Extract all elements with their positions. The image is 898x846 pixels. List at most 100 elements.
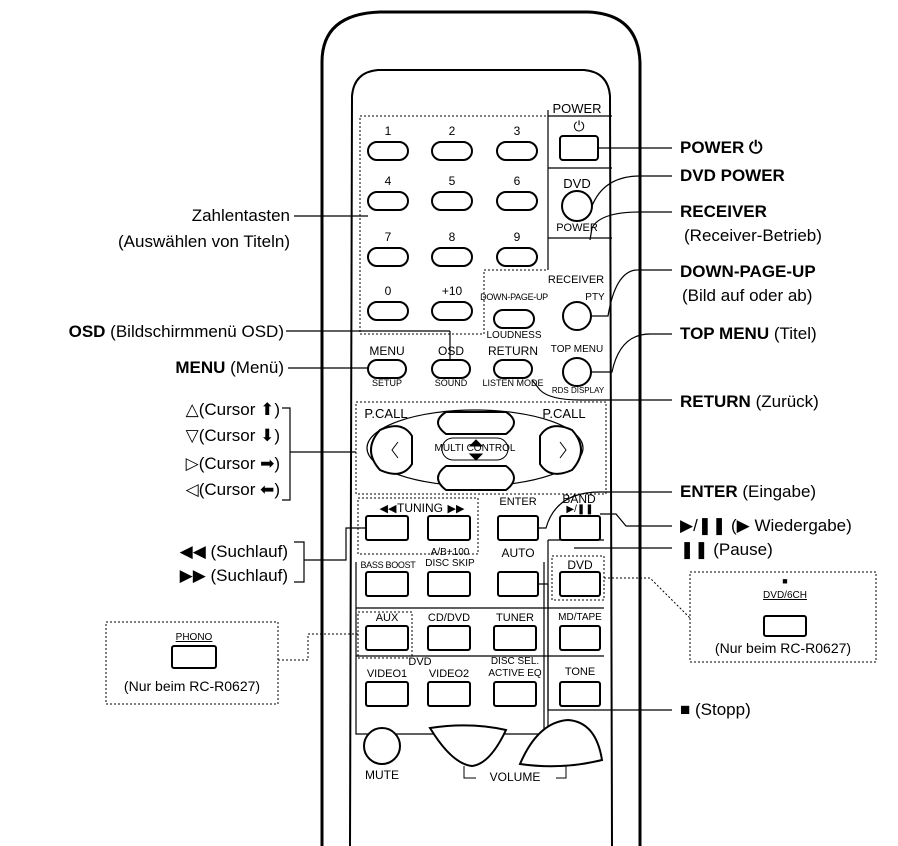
callout-dvd-power: DVD POWER (680, 166, 785, 185)
label-9: 9 (513, 230, 521, 244)
callout-search-rew: ◀◀ (Suchlauf) (179, 542, 288, 561)
callout-menu: MENU (Menü) (175, 358, 284, 378)
label-ab100: A/B+100 (430, 547, 470, 558)
callout-osd: OSD (Bildschirmmenü OSD) (69, 322, 284, 342)
label-enter: ENTER (499, 496, 537, 508)
label-active-eq: ACTIVE EQ (488, 668, 542, 679)
inset-key-phono (171, 645, 217, 669)
label-loudness: LOUDNESS (486, 330, 542, 341)
remote-inner-outline (349, 69, 613, 846)
key-4 (367, 191, 409, 211)
dvd6ch-inset-box (689, 571, 877, 663)
label-6: 6 (513, 174, 521, 188)
key-tuning-ff (427, 515, 471, 541)
label-video2: VIDEO2 (428, 668, 470, 680)
label-cd-dvd: CD/DVD (427, 612, 471, 624)
label-tuning: TUNING (397, 501, 443, 515)
key-menu (367, 359, 407, 379)
callout-down-page-up-sub: (Bild auf oder ab) (682, 286, 813, 305)
label-dvd-skip: DVD (408, 656, 432, 668)
callout-down-page-up: DOWN-PAGE-UP (680, 262, 816, 281)
callout-osd-text: (Bildschirmmenü OSD) (105, 322, 284, 341)
label-tone: TONE (564, 666, 596, 678)
key-cursor-right (539, 425, 582, 475)
dvd6ch-leader (604, 577, 691, 619)
label-pcall-right: P.CALL (542, 406, 586, 421)
leader-lines (282, 147, 672, 711)
key-cursor-up (437, 411, 515, 435)
callout-pause: ❚❚ (Pause) (680, 540, 773, 559)
inset-stop-icon: ■ (782, 576, 788, 586)
label-menu: MENU (369, 344, 405, 358)
key-mute (363, 727, 401, 765)
label-osd: OSD (437, 344, 465, 358)
inset-dvd6ch-note: (Nur beim RC-R0627) (714, 640, 852, 656)
label-8: 8 (448, 230, 456, 244)
label-dvd: DVD (567, 558, 593, 572)
key-0 (367, 301, 409, 321)
source-divider (356, 607, 604, 657)
key-down-page-up (493, 309, 535, 329)
label-volume: VOLUME (489, 770, 541, 784)
label-7: 7 (384, 230, 392, 244)
callout-top-menu: TOP MENU (Titel) (680, 324, 817, 344)
phono-leader (278, 633, 360, 661)
key-9 (496, 247, 538, 267)
label-setup: SETUP (371, 378, 403, 388)
callout-cursor-left: ◁(Cursor ⬅) (185, 480, 280, 499)
callout-zahlentasten-sub: (Auswählen von Titeln) (118, 232, 290, 251)
callout-top-menu-text: (Titel) (769, 324, 817, 343)
key-auto (497, 571, 539, 597)
key-cursor-down (437, 465, 515, 491)
callout-cursor-down: ▽(Cursor ⬇) (185, 426, 280, 445)
label-return: RETURN (488, 344, 538, 358)
key-active-eq (493, 681, 537, 707)
callout-receiver-sub: (Receiver-Betrieb) (684, 226, 822, 245)
label-tuner: TUNER (496, 612, 534, 624)
key-6 (496, 191, 538, 211)
tuning-region (357, 497, 479, 555)
label-plus10: +10 (441, 284, 463, 298)
key-bass-boost (365, 571, 409, 597)
inset-dvd6ch-label: DVD/6CH (763, 590, 807, 601)
label-top-menu: TOP MENU (550, 344, 604, 355)
key-dvd-power (561, 190, 593, 222)
label-md-tape: MD/TAPE (558, 612, 602, 623)
key-tone (559, 681, 601, 707)
callout-menu-text: (Menü) (225, 358, 284, 377)
key-3 (496, 141, 538, 161)
play-pause-icon: ▶/❚❚ (566, 504, 594, 515)
callout-search-ff: ▶▶ (Suchlauf) (179, 566, 288, 585)
label-dvd-power: POWER (556, 222, 598, 234)
label-band: BAND (562, 492, 596, 506)
label-receiver: RECEIVER (547, 274, 605, 286)
label-power: POWER (552, 101, 602, 116)
tuning-rew-icon: ◀◀ (379, 503, 397, 515)
mc-right-arrow (559, 441, 567, 459)
label-mute: MUTE (365, 768, 399, 782)
callout-play-pause: ▶/❚❚ (▶ Wiedergabe) (680, 516, 852, 535)
power-symbol-icon: ⏻ (573, 118, 585, 134)
label-sound: SOUND (434, 378, 468, 388)
key-pty (562, 301, 592, 331)
inset-phono-label: PHONO (175, 632, 213, 643)
key-return (493, 359, 533, 379)
key-volume-down (428, 724, 508, 768)
callout-receiver: RECEIVER (680, 202, 767, 221)
callout-cursor-up: △(Cursor ⬆) (185, 400, 280, 419)
callout-menu-bold: MENU (175, 358, 226, 377)
label-2: 2 (448, 124, 456, 138)
label-5: 5 (448, 174, 456, 188)
label-pty: PTY (585, 292, 605, 303)
callout-stop: ■ (Stopp) (680, 700, 751, 719)
callout-osd-bold: OSD (68, 322, 106, 341)
label-aux: AUX (375, 612, 399, 624)
label-dvd-top: DVD (563, 176, 591, 191)
label-auto: AUTO (501, 546, 535, 560)
key-5 (431, 191, 473, 211)
key-cd-dvd (427, 625, 471, 651)
remote-body-outline (320, 10, 642, 846)
callout-cursor-right: ▷(Cursor ➡) (185, 454, 280, 473)
